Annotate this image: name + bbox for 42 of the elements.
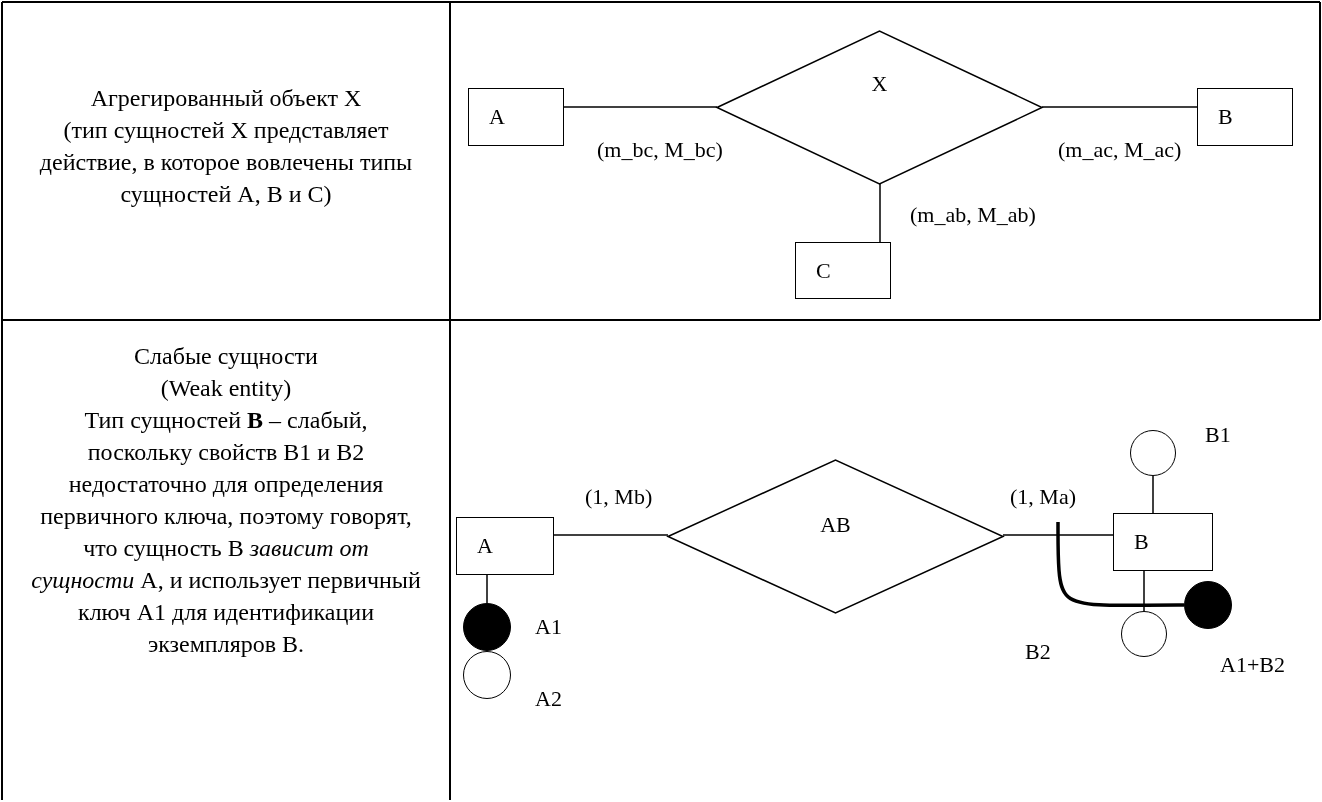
entity-name: B <box>1133 529 1149 555</box>
connector-line <box>553 534 669 536</box>
description-text: Тип сущностей B – слабый, поскольку свойств B1 и B2 недостаточно для определения первичного ключа, поэтому говорят, что сущность B зависит от сущности A, и использует первичный ключ A1 для идентификации экземпляров B. <box>30 406 422 659</box>
entity-box <box>468 88 564 146</box>
entity-box <box>1113 513 1213 571</box>
entity-name: B <box>1217 104 1233 130</box>
connector-line <box>1143 570 1145 612</box>
attribute-circle <box>1130 430 1176 476</box>
entity-box <box>456 517 554 575</box>
cardinality-label: (m_bc, M_bc) <box>597 136 724 164</box>
attribute-circle <box>463 651 511 699</box>
relationship-diamond <box>668 460 1003 613</box>
cardinality-label: (m_ac, M_ac) <box>1058 136 1183 164</box>
attribute-label: B1 <box>1205 421 1231 449</box>
key-attribute-circle <box>463 603 511 651</box>
relationship-name: X <box>870 71 889 97</box>
entity-box <box>795 242 891 299</box>
entity-name: C <box>815 257 831 284</box>
connector-line <box>1152 475 1154 514</box>
cardinality-label: (1, Mb) <box>585 483 654 511</box>
attribute-label: A1 <box>535 613 562 641</box>
key-attribute-circle <box>1184 581 1232 629</box>
attribute-label: A1+B2 <box>1220 651 1285 679</box>
entity-box <box>1197 88 1293 146</box>
thick-connector <box>1056 522 1184 608</box>
connector-line <box>879 183 881 243</box>
cardinality-label: (1, Ma) <box>1010 483 1077 511</box>
connector-line <box>1041 106 1198 108</box>
description-text: Агрегированный объект X <box>90 84 362 113</box>
relationship-name: AB <box>819 512 852 538</box>
description-text: Слабые сущности <box>134 342 318 371</box>
connector-line <box>486 574 488 604</box>
attribute-circle <box>1121 611 1167 657</box>
attribute-label: A2 <box>535 685 562 713</box>
entity-name: A <box>488 104 505 130</box>
entity-name: A <box>476 533 493 559</box>
connector-line <box>1002 534 1114 536</box>
description-text: (Weak entity) <box>160 374 292 403</box>
connector-line <box>563 106 718 108</box>
attribute-label: B2 <box>1025 638 1051 666</box>
cardinality-label: (m_ab, M_ab) <box>910 201 1037 229</box>
description-text: (тип сущностей X представляет действие, в которое вовлечены типы сущностей A, B и C) <box>38 116 414 209</box>
